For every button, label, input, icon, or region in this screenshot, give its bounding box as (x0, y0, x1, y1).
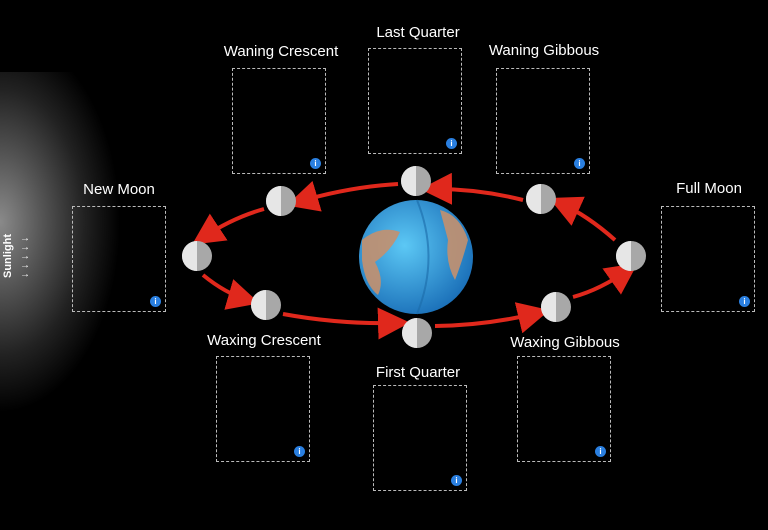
moon-first-quarter (402, 318, 432, 348)
info-icon[interactable]: i (595, 446, 606, 457)
info-icon[interactable]: i (574, 158, 585, 169)
orbit-arrow (282, 307, 410, 340)
orbit-arrow (191, 207, 265, 245)
drop-zone-last-quarter[interactable]: i (368, 48, 462, 154)
phase-label-last-quarter: Last Quarter (376, 24, 460, 41)
phase-label-waxing-crescent: Waxing Crescent (207, 332, 321, 349)
phase-label-first-quarter: First Quarter (375, 364, 461, 381)
drop-zone-waxing-gibbous[interactable]: i (517, 356, 611, 462)
moon-waning-crescent (266, 186, 296, 216)
orbit-arrows (191, 172, 638, 340)
drop-zone-first-quarter[interactable]: i (373, 385, 467, 491)
earth (359, 199, 473, 315)
phase-label-waning-gibbous: Waning Gibbous (488, 42, 600, 59)
moon-full-moon (616, 241, 646, 271)
orbit-arrow (434, 302, 550, 334)
moon-last-quarter (401, 166, 431, 196)
orbit-arrow (201, 273, 260, 310)
sunlight-arrows-icon: →→→→→ (20, 233, 30, 280)
drop-zone-waning-gibbous[interactable]: i (496, 68, 590, 174)
drop-zone-full-moon[interactable]: i (661, 206, 755, 312)
phase-label-waning-crescent: Waning Crescent (223, 43, 339, 60)
info-icon[interactable]: i (294, 446, 305, 457)
phase-label-new-moon: New Moon (83, 181, 155, 198)
orbit-arrow (549, 196, 617, 242)
moon-waxing-crescent (251, 290, 281, 320)
info-icon[interactable]: i (150, 296, 161, 307)
orbit-arrow (572, 263, 638, 299)
info-icon[interactable]: i (310, 158, 321, 169)
info-icon[interactable]: i (451, 475, 462, 486)
drop-zone-new-moon[interactable]: i (72, 206, 166, 312)
info-icon[interactable]: i (739, 296, 750, 307)
moon-new-moon (182, 241, 212, 271)
orbit-arrow (420, 172, 524, 205)
drop-zone-waxing-crescent[interactable]: i (216, 356, 310, 462)
phase-label-waxing-gibbous: Waxing Gibbous (510, 334, 620, 351)
sunlight-glow (0, 72, 200, 445)
orbit-arrow (286, 180, 399, 212)
phase-label-full-moon: Full Moon (676, 180, 742, 197)
moon-waxing-gibbous (541, 292, 571, 322)
info-icon[interactable]: i (446, 138, 457, 149)
drop-zone-waning-crescent[interactable]: i (232, 68, 326, 174)
moon-waning-gibbous (526, 184, 556, 214)
